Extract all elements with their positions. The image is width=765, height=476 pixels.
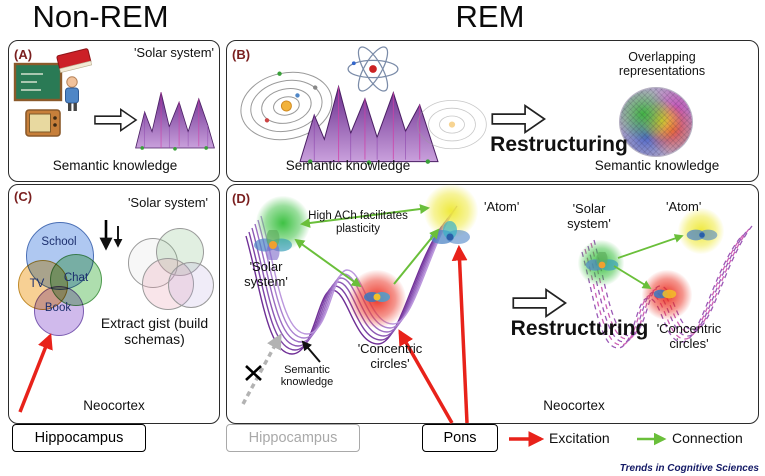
hippocampus-active-label: Hippocampus [34, 430, 124, 446]
hippocampus-inactive-box: Hippocampus [226, 424, 360, 452]
panel-d-neocortex-label: Neocortex [543, 398, 605, 413]
panel-b-restructuring-label: Restructuring [490, 133, 628, 156]
venn-label-chat: Chat [63, 272, 89, 284]
panel-d-concentric-right-label: 'Concentric circles' [656, 321, 722, 351]
panel-d-concentric-left-label: 'Concentric circles' [357, 341, 423, 371]
overlapping-representations-label: Overlapping representations [618, 50, 706, 78]
rem-title: REM [455, 0, 525, 34]
panel-d-label: (D) [232, 191, 251, 206]
panel-c-solar-system-label: 'Solar system' [127, 195, 209, 210]
connection-legend-label: Connection [672, 430, 743, 446]
tv-icon [25, 109, 61, 137]
solar-system-flower-right [585, 252, 619, 271]
semantic-landscape-graphic-b [299, 84, 439, 165]
solar-system-sketch [240, 71, 333, 141]
non-rem-title: Non-REM [32, 0, 169, 34]
panel-d-semantic-knowledge-label: Semantic knowledge [280, 364, 334, 389]
overlapping-representations-graphic [620, 88, 692, 156]
arrow-right-icon [94, 108, 138, 132]
venn-label-book: Book [44, 302, 72, 314]
panel-b-label: (B) [232, 47, 251, 62]
hippocampus-inactive-label: Hippocampus [248, 430, 338, 446]
solar-system-sketch-faint [417, 99, 487, 150]
panel-a-label: (A) [14, 47, 33, 62]
panel-d-atom-right-label: 'Atom' [666, 199, 702, 214]
atom-flower-right [686, 229, 718, 241]
energy-landscape-right-graphic [581, 225, 753, 349]
concentric-circles-flower-right [653, 289, 677, 299]
panel-c-neocortex-label: Neocortex [83, 398, 145, 413]
pons-box: Pons [422, 424, 498, 452]
panel-d-solar-right-label: 'Solar system' [567, 201, 611, 231]
concentric-circles-flower-left [364, 292, 390, 302]
panel-d-restructuring-label: Restructuring [510, 317, 649, 340]
atom-flower-left [430, 221, 470, 244]
semantic-landscape-graphic-a [135, 92, 215, 151]
venn-circle-book [34, 286, 84, 336]
journal-name: Trends in Cognitive Sciences [619, 463, 759, 474]
gist-circle-4 [168, 262, 214, 308]
panel-d-atom-left-label: 'Atom' [484, 199, 520, 214]
pons-label: Pons [443, 430, 477, 446]
restructuring-arrow-icon-d [512, 288, 568, 318]
panel-a-solar-system-label: 'Solar system' [133, 45, 215, 60]
learning-sources-illustration [13, 48, 93, 137]
restructuring-arrow-icon-b [491, 104, 547, 134]
hippocampus-active-box: Hippocampus [12, 424, 146, 452]
panel-c-label: (C) [14, 189, 33, 204]
panel-b-semantic-knowledge-right: Semantic knowledge [594, 158, 720, 173]
venn-label-school: School [41, 236, 77, 248]
excitation-legend-label: Excitation [549, 430, 610, 446]
atom-sketch [347, 46, 399, 92]
panel-b-semantic-knowledge-left: Semantic knowledge [285, 158, 411, 173]
panel-a-semantic-knowledge-label: Semantic knowledge [52, 158, 178, 173]
teacher-icon [65, 76, 79, 111]
panel-d-solar-left-label: 'Solar system' [244, 259, 288, 289]
book-icon [56, 48, 93, 73]
venn-label-tv: TV [29, 278, 45, 290]
extract-gist-label: Extract gist (build schemas) [100, 315, 209, 347]
solar-system-flower-left [254, 230, 292, 260]
high-ach-label: High ACh facilitates plasticity [308, 210, 408, 235]
